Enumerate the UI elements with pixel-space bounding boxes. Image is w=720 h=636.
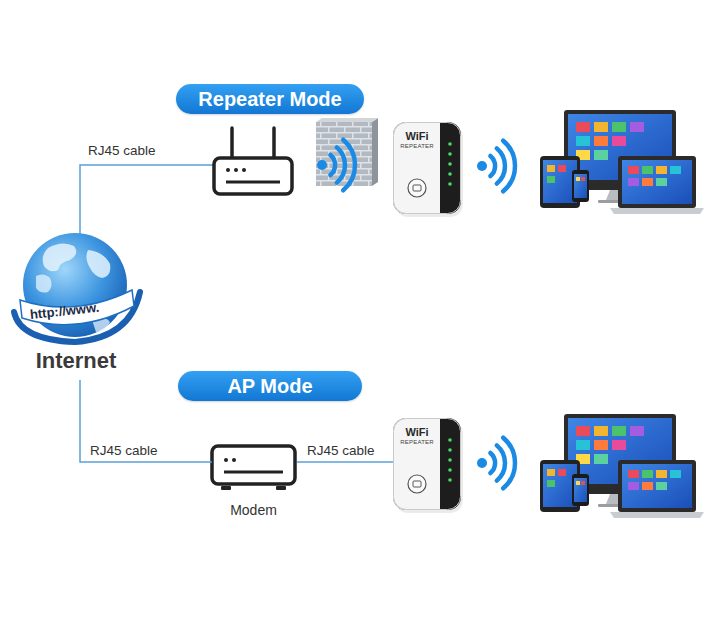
cable-line <box>297 461 393 463</box>
cable-label: RJ45 cable <box>88 443 160 459</box>
mode-title: AP Mode <box>227 374 312 398</box>
cable-label: RJ45 cable <box>86 143 158 159</box>
device-model: REPEATER <box>393 438 441 446</box>
mode-pill: AP Mode <box>178 371 362 401</box>
repeater-device: WiFiREPEATER <box>393 418 461 510</box>
modem-device: Modem <box>212 444 297 522</box>
cable-label: RJ45 cable <box>305 443 377 459</box>
globe-banner-text: http://www. <box>29 300 100 323</box>
device-logo: WiFi <box>393 130 441 142</box>
repeater-device: WiFiREPEATER <box>393 122 461 214</box>
mode-pill: Repeater Mode <box>176 84 364 114</box>
mode-title: Repeater Mode <box>198 87 341 111</box>
device-model: REPEATER <box>393 142 441 150</box>
device-name: Modem <box>212 502 295 519</box>
globe-caption: Internet <box>12 348 140 374</box>
device-logo: WiFi <box>393 426 441 438</box>
internet-globe: http://www. Internet <box>12 228 142 380</box>
